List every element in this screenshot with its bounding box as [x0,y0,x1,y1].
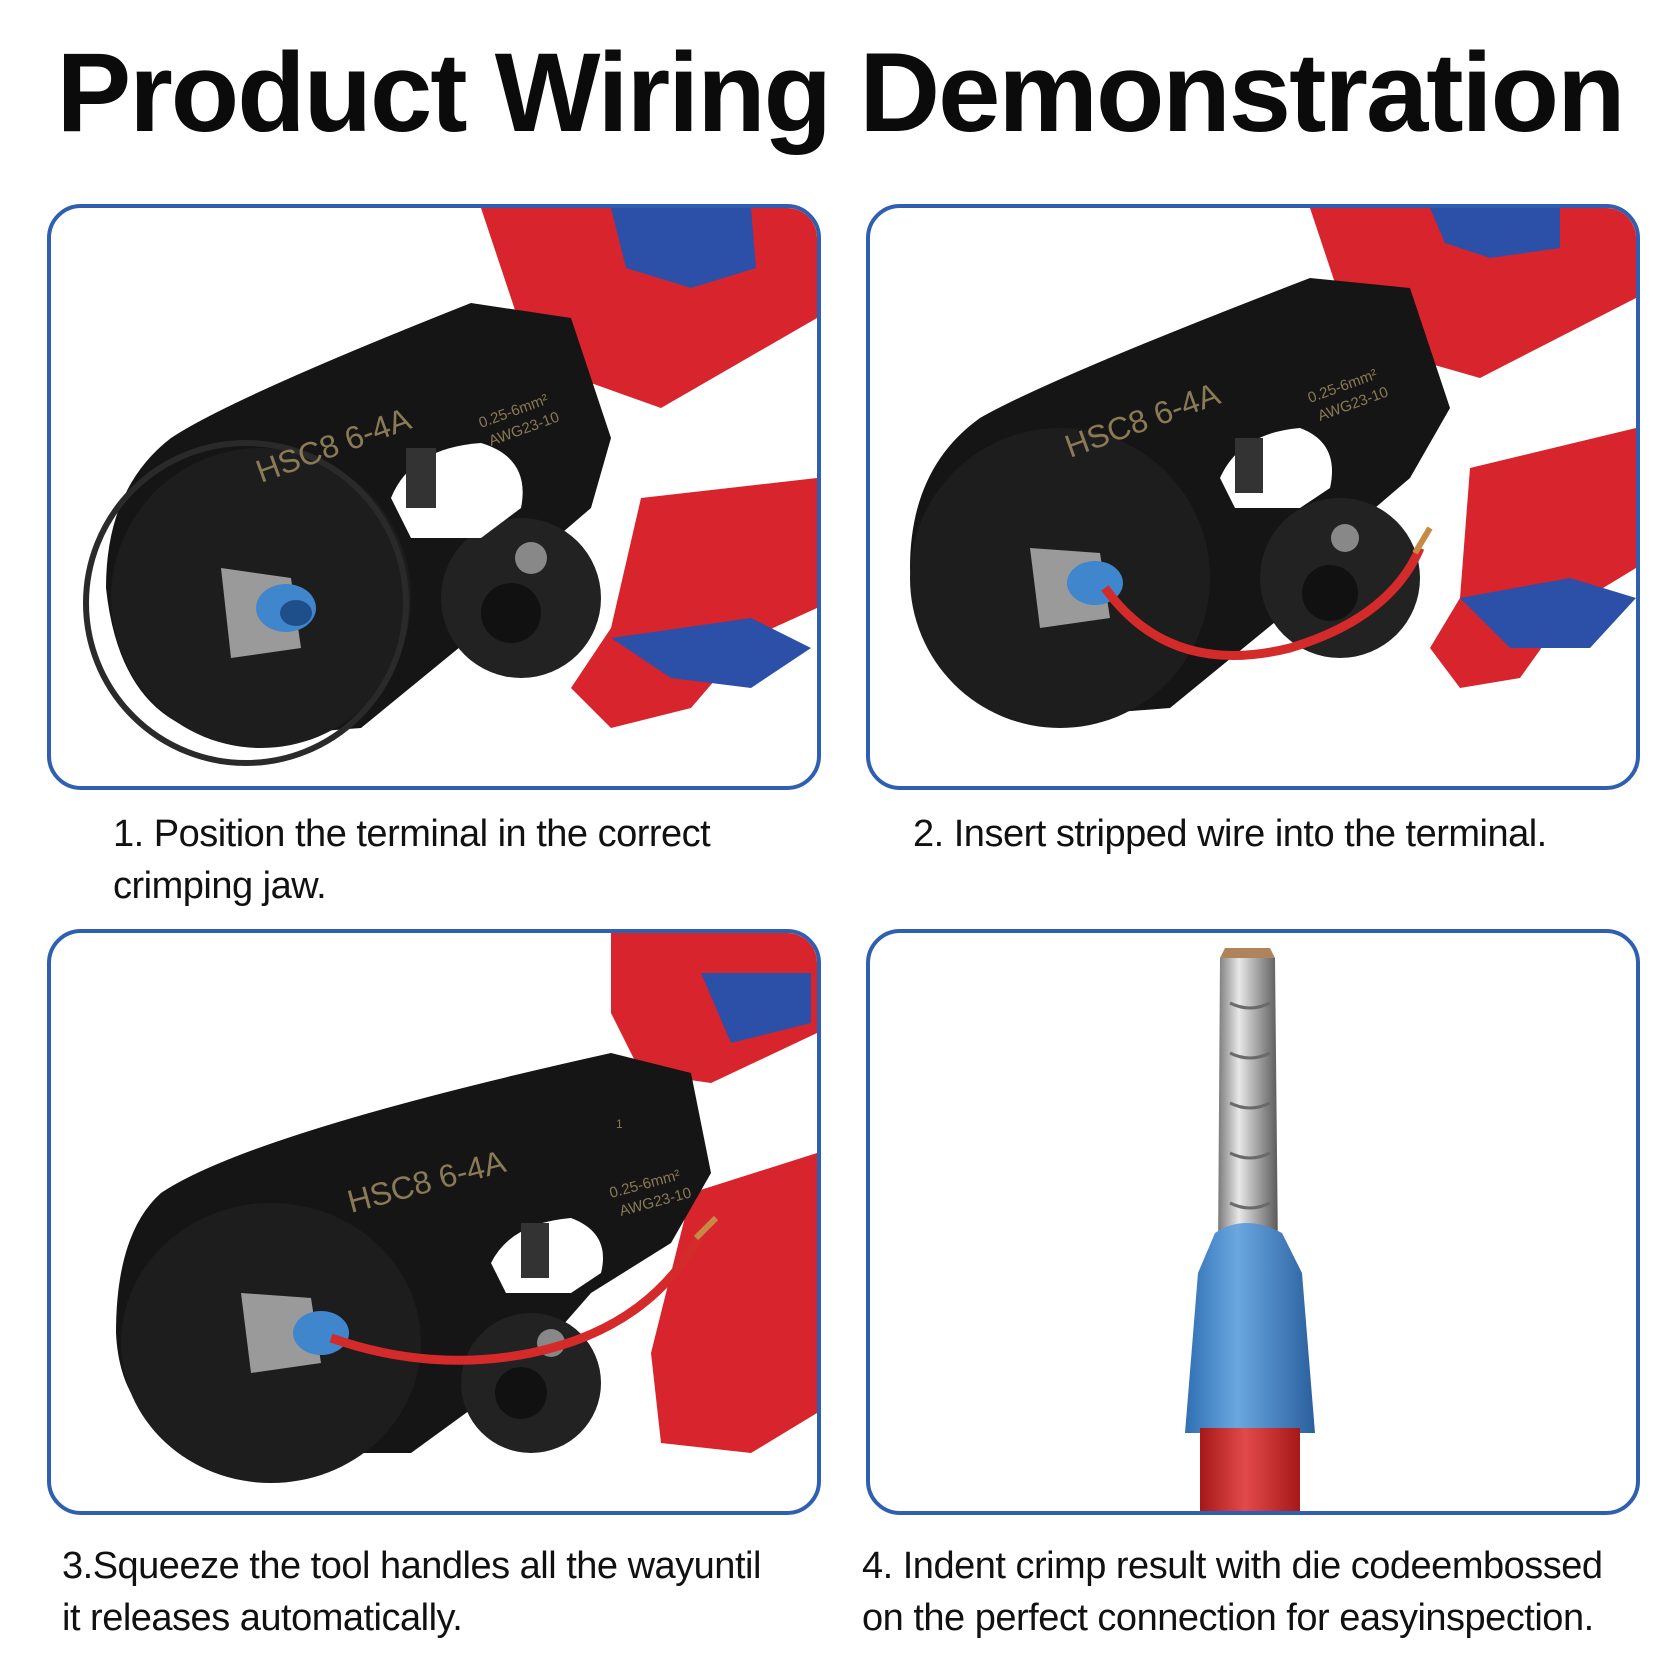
step-3-panel: HSC8 6-4A 0.25-6mm² AWG23-10 1 [47,929,821,1515]
step-4-caption-line-1: 4. Indent crimp result with die codeembo… [862,1545,1603,1587]
crimper-with-wire-illustration: HSC8 6-4A 0.25-6mm² AWG23-10 [910,208,1636,728]
step-1-caption: 1. Position the terminal in the correct … [113,808,711,912]
step-3-caption: 3.Squeeze the tool handles all the wayun… [62,1540,761,1644]
page-title: Product Wiring Demonstration [56,30,1625,155]
step-4-panel [866,929,1640,1515]
step-2-caption-line-1: 2. Insert stripped wire into the termina… [913,813,1547,855]
step-1-panel: HSC8 6-4A 0.25-6mm² AWG23-10 [47,204,821,790]
step-1-caption-line-2: crimping jaw. [113,865,327,907]
step-4-caption: 4. Indent crimp result with die codeembo… [862,1540,1603,1644]
step-2-caption: 2. Insert stripped wire into the termina… [913,808,1547,860]
crimper-with-terminal-illustration: HSC8 6-4A 0.25-6mm² AWG23-10 [83,208,817,766]
step-3-caption-line-1: 3.Squeeze the tool handles all the wayun… [62,1545,761,1587]
step-3-caption-line-2: it releases automatically. [62,1597,463,1639]
step-4-caption-line-2: on the perfect connection for easyinspec… [862,1597,1594,1639]
jaw-number: 1 [616,1117,623,1131]
step-1-caption-line-1: 1. Position the terminal in the correct [113,813,711,855]
step-2-panel: HSC8 6-4A 0.25-6mm² AWG23-10 [866,204,1640,790]
crimper-squeezed-illustration: HSC8 6-4A 0.25-6mm² AWG23-10 1 [116,933,817,1483]
crimped-ferrule-illustration [1185,948,1315,1511]
